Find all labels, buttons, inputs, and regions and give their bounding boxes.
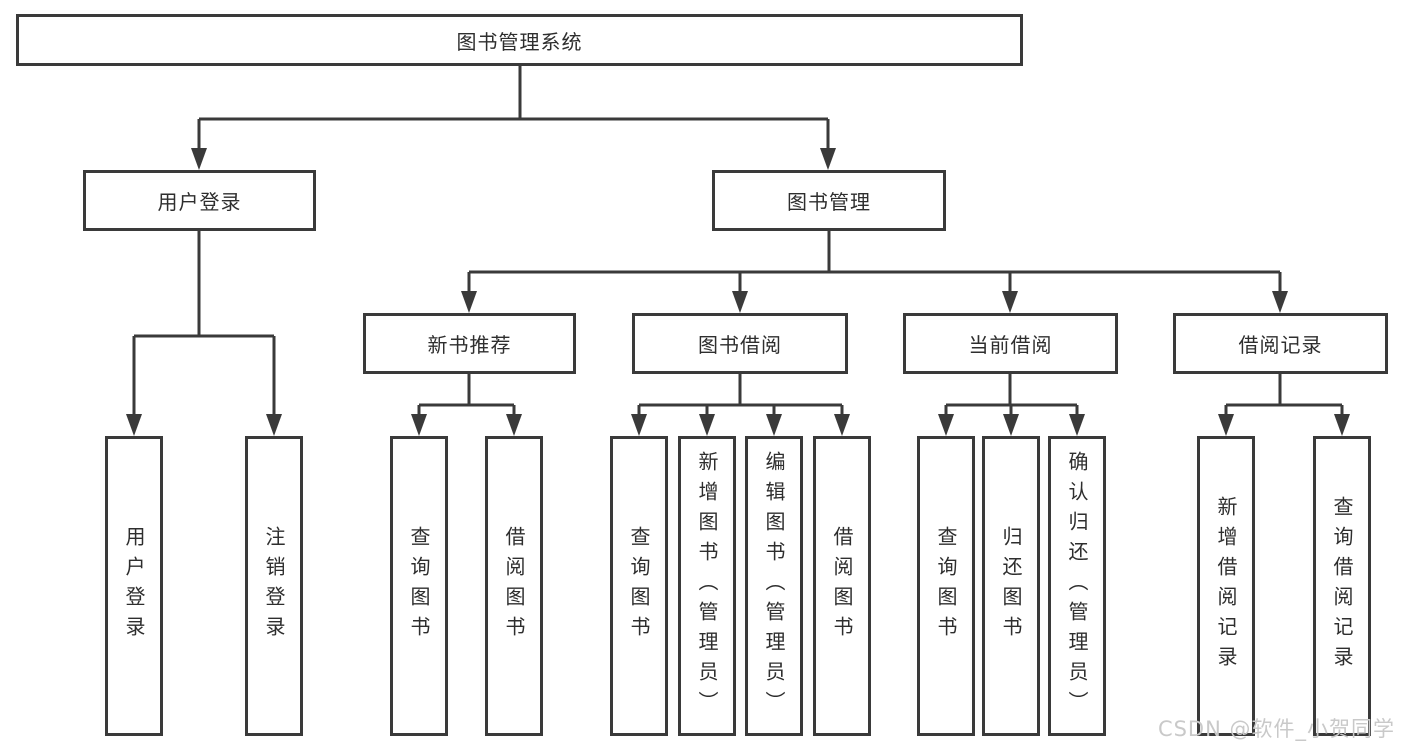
node-borrowing-records: 借阅记录 [1173, 313, 1388, 374]
leaf-label: 新增图书（管理员） [695, 451, 719, 721]
leaf-label: 注销登录 [262, 526, 286, 646]
leaf-user-login: 用户登录 [105, 436, 163, 736]
csdn-watermark: CSDN @软件_小贺同学 [1157, 717, 1395, 741]
leaf-label: 归还图书 [999, 526, 1023, 646]
leaf-logout: 注销登录 [245, 436, 303, 736]
leaf-label: 查询借阅记录 [1330, 496, 1354, 676]
leaf-query-borrow-record: 查询借阅记录 [1313, 436, 1371, 736]
node-library-system: 图书管理系统 [16, 14, 1023, 66]
node-new-book-recommendation: 新书推荐 [363, 313, 576, 374]
leaf-borrow-books: 借阅图书 [813, 436, 871, 736]
leaf-label: 编辑图书（管理员） [762, 451, 786, 721]
leaf-add-borrow-record: 新增借阅记录 [1197, 436, 1255, 736]
leaf-edit-books-admin: 编辑图书（管理员） [745, 436, 803, 736]
arrowheads [126, 148, 1350, 436]
leaf-return-books: 归还图书 [982, 436, 1040, 736]
leaf-label: 用户登录 [122, 526, 146, 646]
leaf-query-books: 查询图书 [390, 436, 448, 736]
leaf-label: 新增借阅记录 [1214, 496, 1238, 676]
node-label: 图书管理 [787, 190, 871, 214]
leaf-borrow-books: 借阅图书 [485, 436, 543, 736]
node-label: 借阅记录 [1238, 333, 1323, 357]
node-label: 新书推荐 [427, 333, 512, 357]
leaf-confirm-return-admin: 确认归还（管理员） [1048, 436, 1106, 736]
leaf-label: 查询图书 [407, 526, 431, 646]
leaf-query-books: 查询图书 [610, 436, 668, 736]
node-label: 用户登录 [157, 190, 242, 214]
node-user-login: 用户登录 [83, 170, 316, 231]
node-label: 图书借阅 [698, 333, 782, 357]
node-label: 图书管理系统 [456, 29, 583, 54]
leaf-query-books: 查询图书 [917, 436, 975, 736]
node-book-borrowing: 图书借阅 [632, 313, 848, 374]
node-book-management: 图书管理 [712, 170, 946, 231]
leaf-label: 借阅图书 [502, 526, 526, 646]
leaf-label: 确认归还（管理员） [1065, 451, 1089, 721]
node-current-borrowing: 当前借阅 [903, 313, 1118, 374]
node-label: 当前借阅 [968, 333, 1053, 357]
leaf-label: 查询图书 [627, 526, 651, 646]
leaf-label: 查询图书 [934, 526, 958, 646]
leaf-label: 借阅图书 [830, 526, 854, 646]
leaf-add-books-admin: 新增图书（管理员） [678, 436, 736, 736]
